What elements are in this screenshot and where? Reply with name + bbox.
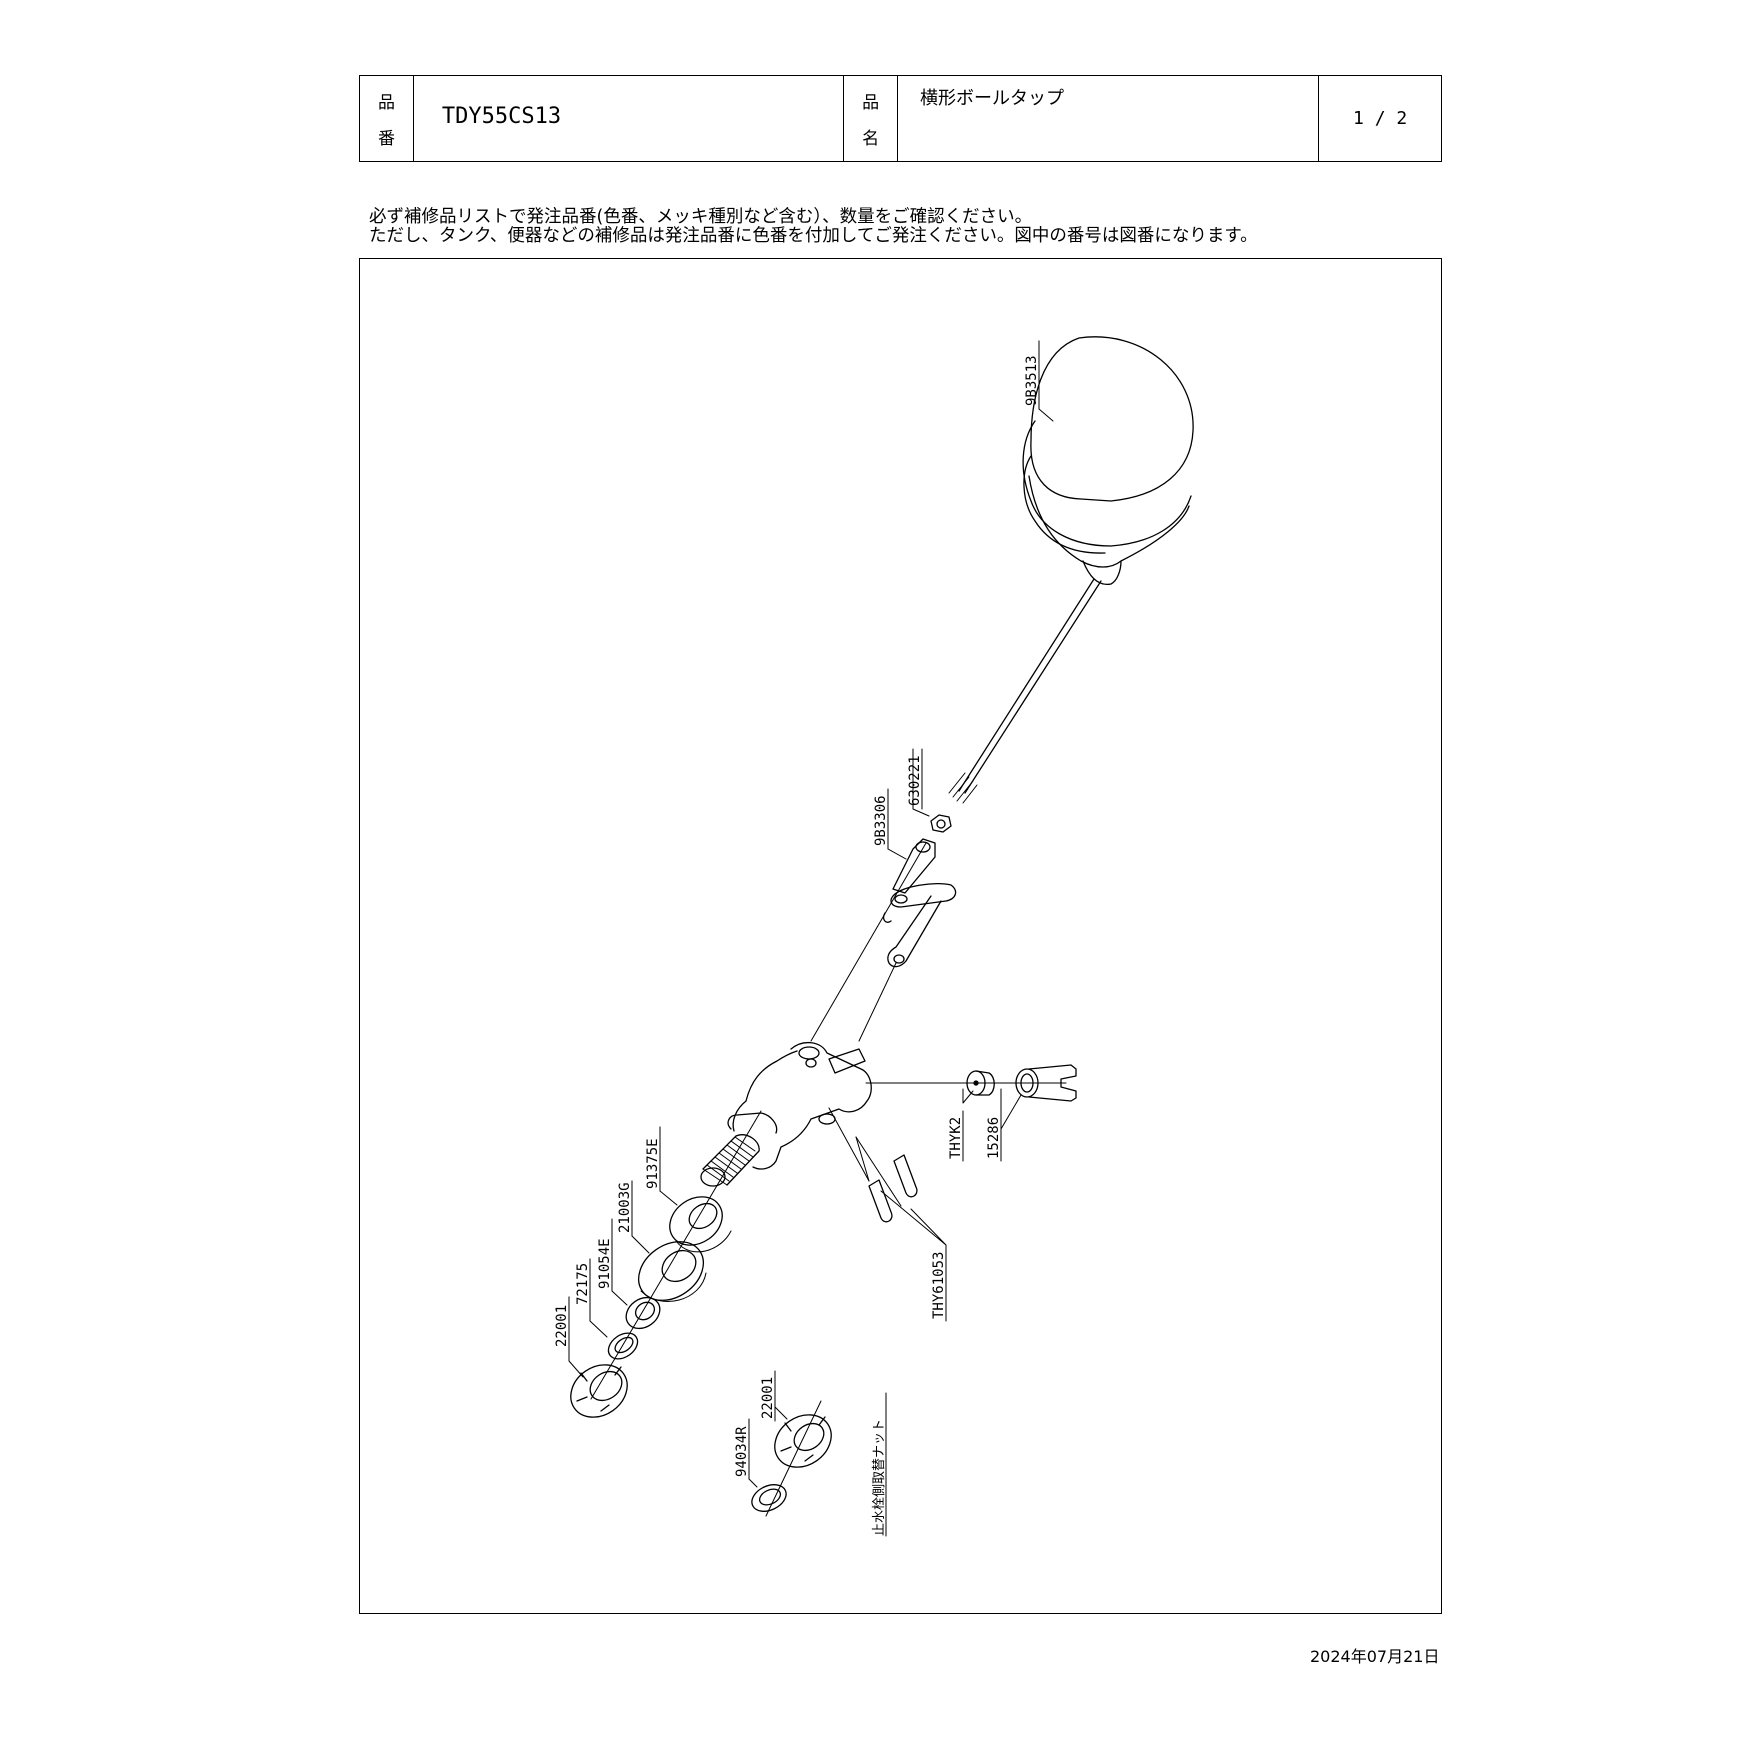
name-label-cell: 品 名 (844, 76, 899, 161)
label-91054E: 91054E (597, 1238, 613, 1289)
code-label-bottom: 番 (377, 129, 395, 150)
nut-22001-left (570, 1364, 628, 1418)
ring-91054e (625, 1296, 661, 1330)
label-21003G: 21003G (617, 1182, 633, 1233)
instruction-line-2: ただし、タンク、便器などの補修品は発注品番に色番を付加してご発注ください。図中の… (369, 226, 1258, 246)
name-value-cell: 横形ボールタップ (898, 76, 1320, 161)
label-THY61053: THY61053 (931, 1252, 947, 1319)
code-value-cell: TDY55CS13 (414, 76, 845, 161)
title-block: 品 番 TDY55CS13 品 名 横形ボールタップ 1 / 2 (359, 75, 1442, 162)
label-22001-left: 22001 (554, 1305, 570, 1347)
label-72175: 72175 (575, 1263, 591, 1305)
label-94034R: 94034R (734, 1426, 750, 1477)
bushing-thyk2 (966, 1070, 995, 1096)
label-THYK2: THYK2 (948, 1117, 964, 1159)
label-15286: 15286 (986, 1117, 1002, 1159)
part-labels: 9B3513 630221 9B3306 THYK2 15286 THY6105… (554, 355, 1040, 1536)
float-ball (1022, 336, 1194, 586)
valve-body (700, 1042, 872, 1187)
instructions: 必ず補修品リストで発注品番(色番、メッキ種別など含む）、数量をご確認ください。 … (369, 208, 1258, 246)
exploded-diagram-frame: 9B3513 630221 9B3306 THYK2 15286 THY6105… (359, 258, 1442, 1614)
label-630221: 630221 (907, 755, 923, 806)
leader-lines (568, 340, 1054, 1488)
page-cell: 1 / 2 (1319, 76, 1441, 161)
issue-date: 2024年07月21日 (1310, 1647, 1440, 1666)
flange-21003g (638, 1241, 707, 1302)
name-label-top: 品 (862, 92, 880, 113)
code-label-top: 品 (377, 92, 395, 113)
label-underlines (568, 340, 1040, 1537)
label-replacement-nut: 止水栓側取替ナット (872, 1419, 887, 1536)
pin-thy61053 (868, 1154, 918, 1223)
instruction-line-1: 必ず補修品リストで発注品番(色番、メッキ種別など含む）、数量をご確認ください。 (369, 207, 1033, 227)
label-22001-right: 22001 (760, 1377, 776, 1419)
ring-72175 (607, 1332, 639, 1360)
label-91375E: 91375E (645, 1138, 661, 1189)
arm-lever (882, 838, 957, 968)
product-name: 横形ボールタップ (920, 88, 1065, 109)
exploded-diagram: 9B3513 630221 9B3306 THYK2 15286 THY6105… (554, 336, 1194, 1537)
page-number: 1 / 2 (1353, 108, 1408, 129)
guide-lines (590, 842, 1067, 1517)
washer-91375e (669, 1196, 732, 1253)
name-label-bottom: 名 (862, 129, 880, 150)
nut-22001-right (774, 1414, 832, 1468)
product-code: TDY55CS13 (441, 104, 562, 129)
washer-94034r (751, 1484, 787, 1512)
label-9B3513: 9B3513 (1024, 355, 1040, 406)
nut-630221 (930, 814, 952, 833)
label-9B3306: 9B3306 (873, 795, 889, 846)
float-rod (948, 578, 1102, 804)
clip-15286 (1015, 1064, 1077, 1102)
code-label-cell: 品 番 (360, 76, 414, 161)
